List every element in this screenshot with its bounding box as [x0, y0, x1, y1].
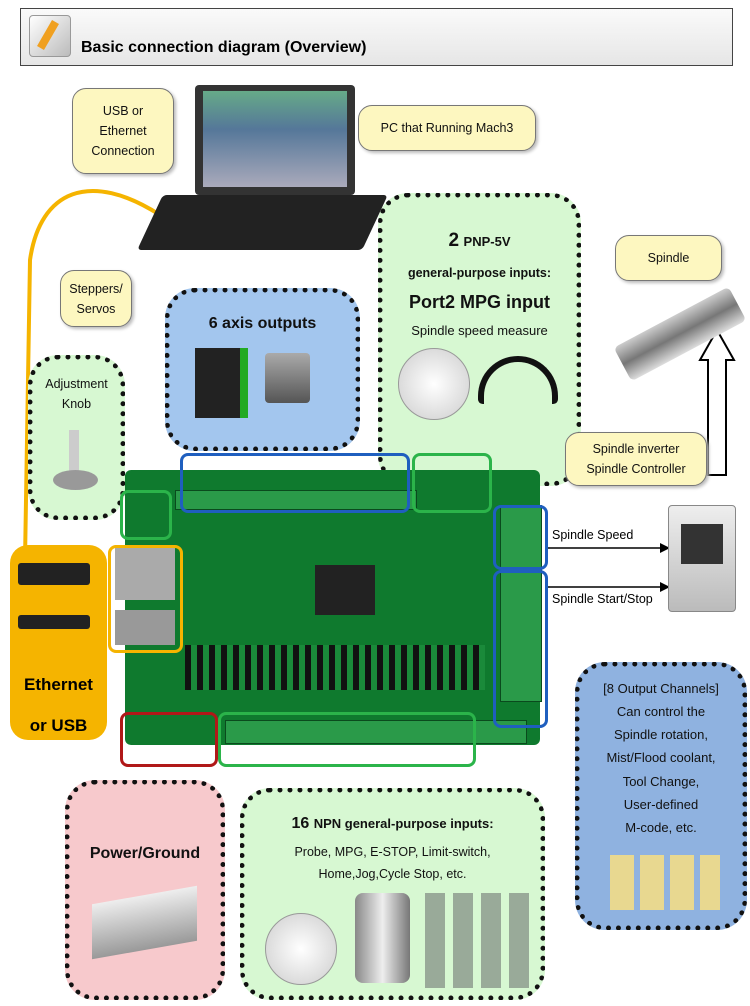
ethernet-usb-port-highlight [108, 545, 183, 653]
relays-image [610, 855, 720, 910]
probe-image [355, 893, 410, 983]
spindle-callout: Spindle [615, 235, 722, 281]
mpg-handwheel-image [398, 348, 470, 420]
laptop-keyboard [137, 195, 388, 250]
speedometer-icon [478, 356, 558, 404]
stepper-motor-image [265, 353, 310, 403]
up-arrow-icon [698, 327, 736, 476]
switches-image [425, 893, 530, 988]
pnp-terminal-highlight [412, 453, 492, 513]
npn-inputs-box: 16 NPN general-purpose inputs: Probe, MP… [240, 788, 545, 1000]
steppers-callout: Steppers/Servos [60, 270, 132, 327]
controller-board [115, 470, 542, 745]
speed-terminal-highlight [493, 505, 548, 570]
spindle-start-stop-label: Spindle Start/Stop [552, 592, 653, 606]
diagram-icon [29, 15, 71, 57]
stepper-driver-image [195, 348, 248, 418]
title-bar: Basic connection diagram (Overview) [20, 8, 733, 66]
page-title: Basic connection diagram (Overview) [81, 39, 367, 56]
inverter-image [668, 505, 736, 612]
power-ground-box: Power/Ground [65, 780, 225, 1000]
mpg-handwheel-image [265, 913, 337, 985]
power-supply-image [92, 885, 197, 960]
axis-terminal-highlight [180, 453, 410, 513]
ethernet-cable-icon [18, 563, 90, 585]
output-terminal-highlight [493, 570, 548, 728]
pnp-inputs-box: 2 PNP-5V general-purpose inputs: Port2 M… [378, 193, 581, 486]
usb-cable-line [23, 189, 162, 561]
spindle-speed-label: Spindle Speed [552, 528, 634, 542]
usb-cable-icon [18, 615, 90, 629]
npn-terminal-highlight [218, 712, 476, 767]
laptop-image [195, 85, 355, 195]
pc-callout: PC that Running Mach3 [358, 105, 536, 151]
axis-outputs-box: 6 axis outputs [165, 288, 360, 451]
knob-terminal-highlight [120, 490, 172, 540]
power-terminal-highlight [120, 712, 218, 767]
potentiometer-image [53, 470, 98, 490]
